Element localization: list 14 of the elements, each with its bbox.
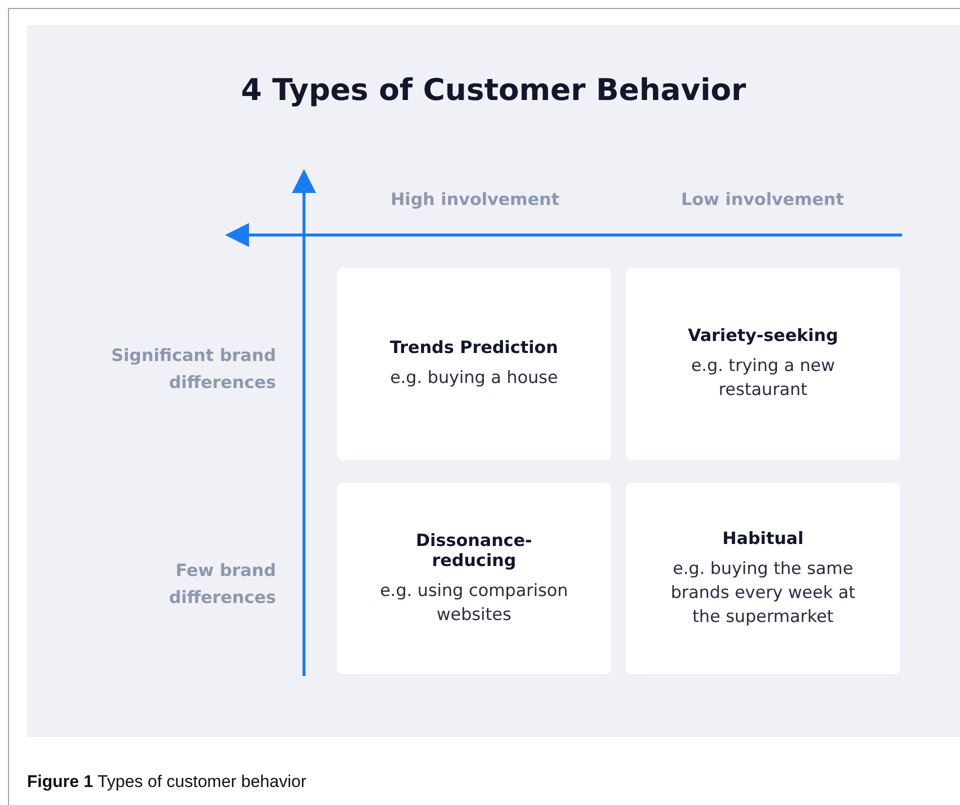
card-example: e.g. buying the same brands every week at the supermarket (670, 558, 856, 628)
card-heading: Dissonance-reducing (414, 530, 534, 570)
card-example: e.g. trying a new restaurant (690, 355, 836, 402)
column-header: High involvement (390, 189, 560, 212)
title: 4 Types of Customer Behavior (240, 73, 748, 108)
card-example: e.g. buying a house (390, 367, 558, 390)
row-header: Significant brand differences (110, 345, 276, 395)
card-heading: Habitual (722, 528, 804, 548)
figure-caption: Figure 1 Types of customer behavior (27, 772, 306, 792)
card-heading: Trends Prediction (390, 338, 558, 358)
card-heading: Variety-seeking (688, 326, 838, 346)
row-header: Few brand differences (168, 560, 276, 610)
column-header: Low involvement (680, 189, 845, 212)
card-example: e.g. using comparison websites (378, 580, 570, 626)
